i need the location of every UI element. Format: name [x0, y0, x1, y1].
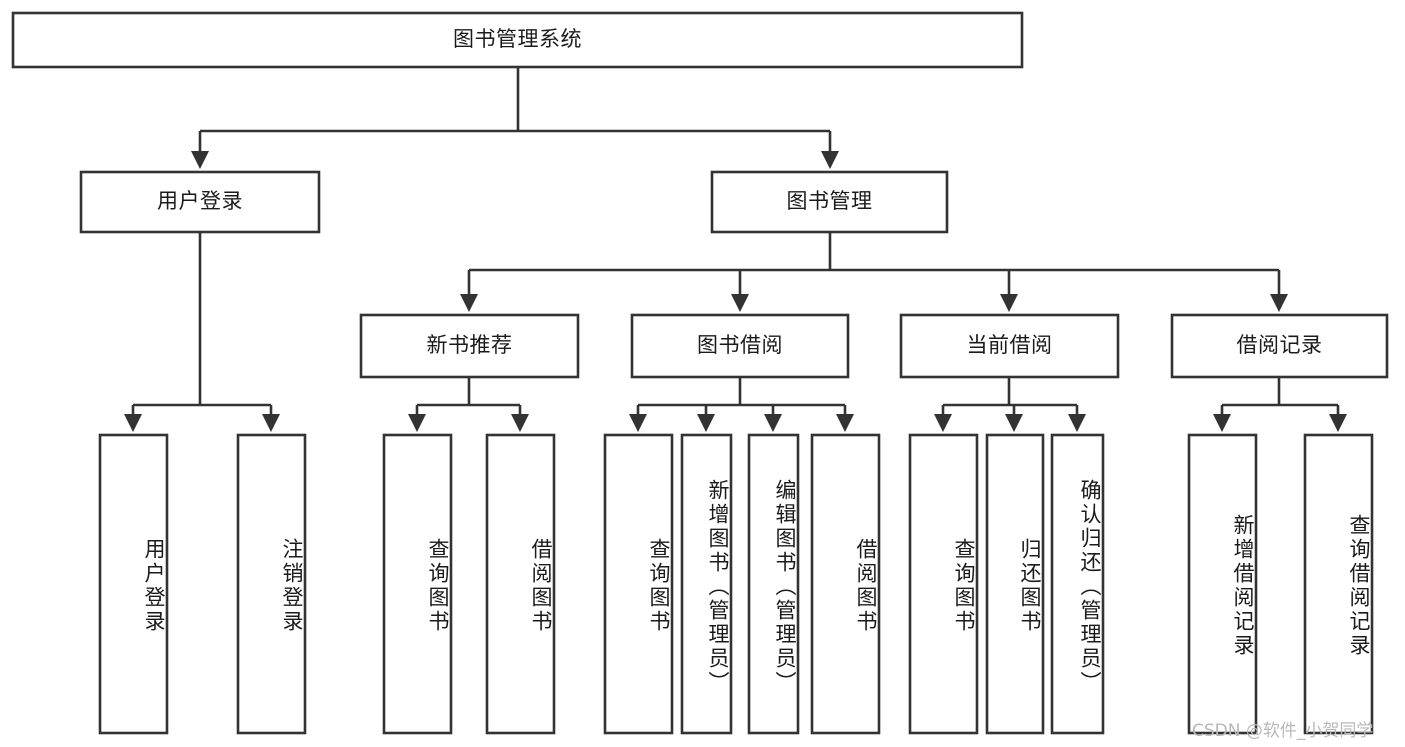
node-box-leaf-add-book[interactable]	[680, 433, 733, 735]
node-box-borrow-record[interactable]	[1170, 313, 1389, 379]
node-box-leaf-logout[interactable]	[236, 433, 307, 735]
node-box-root[interactable]	[11, 11, 1024, 69]
node-box-leaf-query-book-borrow[interactable]	[603, 433, 674, 735]
node-box-leaf-borrow-book-recommend[interactable]	[485, 433, 556, 735]
node-box-leaf-query-book-current[interactable]	[908, 433, 979, 735]
node-box-book-borrow[interactable]	[630, 313, 850, 379]
node-box-leaf-user-login[interactable]	[98, 433, 169, 735]
node-box-leaf-return-book[interactable]	[985, 433, 1045, 735]
node-box-leaf-borrow-book[interactable]	[810, 433, 881, 735]
node-box-leaf-query-book-recommend[interactable]	[382, 433, 453, 735]
node-box-new-book-recommend[interactable]	[359, 313, 580, 379]
node-box-leaf-query-borrow-record[interactable]	[1303, 433, 1374, 735]
node-box-current-borrow[interactable]	[899, 313, 1120, 379]
node-box-user-login[interactable]	[79, 170, 321, 234]
csdn-watermark: CSDN @软件_小贺同学	[1192, 721, 1374, 741]
node-box-book-management[interactable]	[710, 170, 949, 234]
node-box-leaf-add-borrow-record[interactable]	[1187, 433, 1258, 735]
node-box-leaf-edit-book[interactable]	[747, 433, 800, 735]
node-box-leaf-confirm-return[interactable]	[1050, 433, 1105, 735]
